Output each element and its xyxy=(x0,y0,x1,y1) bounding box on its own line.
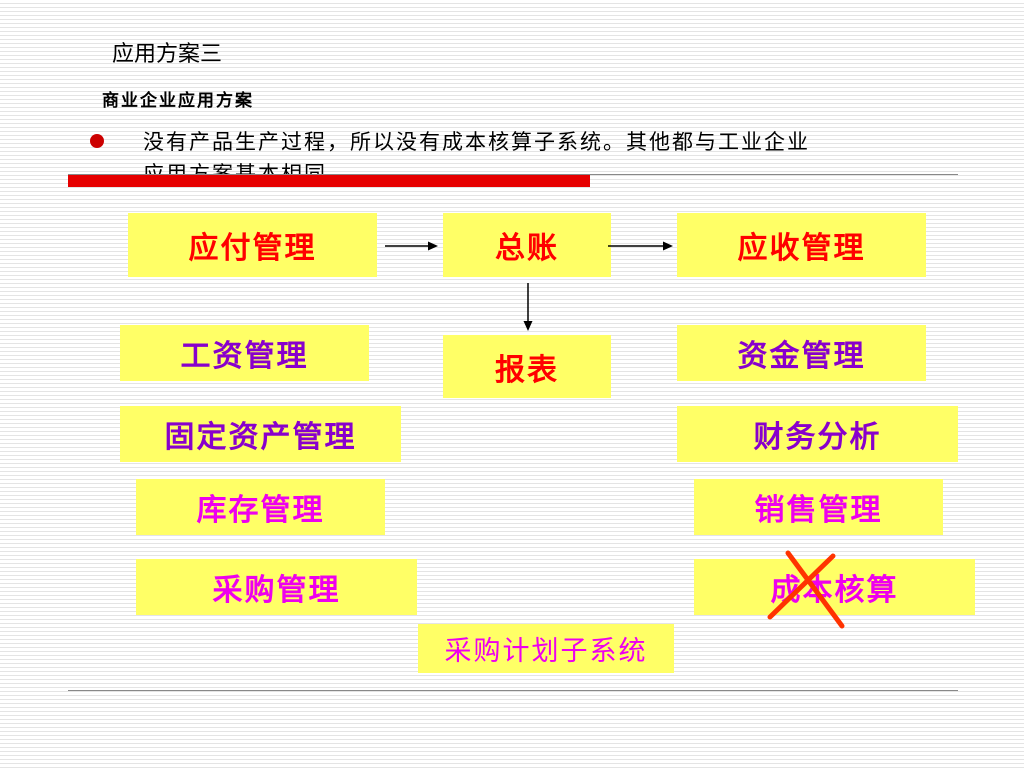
top-divider xyxy=(68,174,958,175)
box-sales: 销售管理 xyxy=(694,479,943,535)
bullet-text-line-1: 没有产品生产过程，所以没有成本核算子系统。其他都与工业企业 xyxy=(143,130,810,154)
arrowhead-right-1 xyxy=(428,241,438,251)
box-inventory: 库存管理 xyxy=(136,479,385,535)
box-fixed-assets: 固定资产管理 xyxy=(120,406,401,462)
arrowhead-right-2 xyxy=(663,241,673,251)
accent-bar xyxy=(68,175,590,187)
box-general-ledger: 总账 xyxy=(443,213,611,277)
box-cost-accounting: 成本核算 xyxy=(694,559,975,615)
cross-out-mark xyxy=(767,550,845,629)
box-payables: 应付管理 xyxy=(128,213,377,277)
slide-subheading: 商业企业应用方案 xyxy=(102,91,254,111)
bullet-dot-icon xyxy=(90,134,104,148)
box-purchasing: 采购管理 xyxy=(136,559,417,615)
box-payroll: 工资管理 xyxy=(120,325,369,381)
box-funds: 资金管理 xyxy=(677,325,926,381)
box-reports: 报表 xyxy=(443,335,611,398)
box-financial-analysis: 财务分析 xyxy=(677,406,958,462)
arrowhead-down xyxy=(523,321,533,331)
box-receivables: 应收管理 xyxy=(677,213,926,277)
bottom-divider xyxy=(68,690,958,691)
slide-heading: 应用方案三 xyxy=(112,42,223,67)
box-purchase-plan: 采购计划子系统 xyxy=(418,624,674,673)
